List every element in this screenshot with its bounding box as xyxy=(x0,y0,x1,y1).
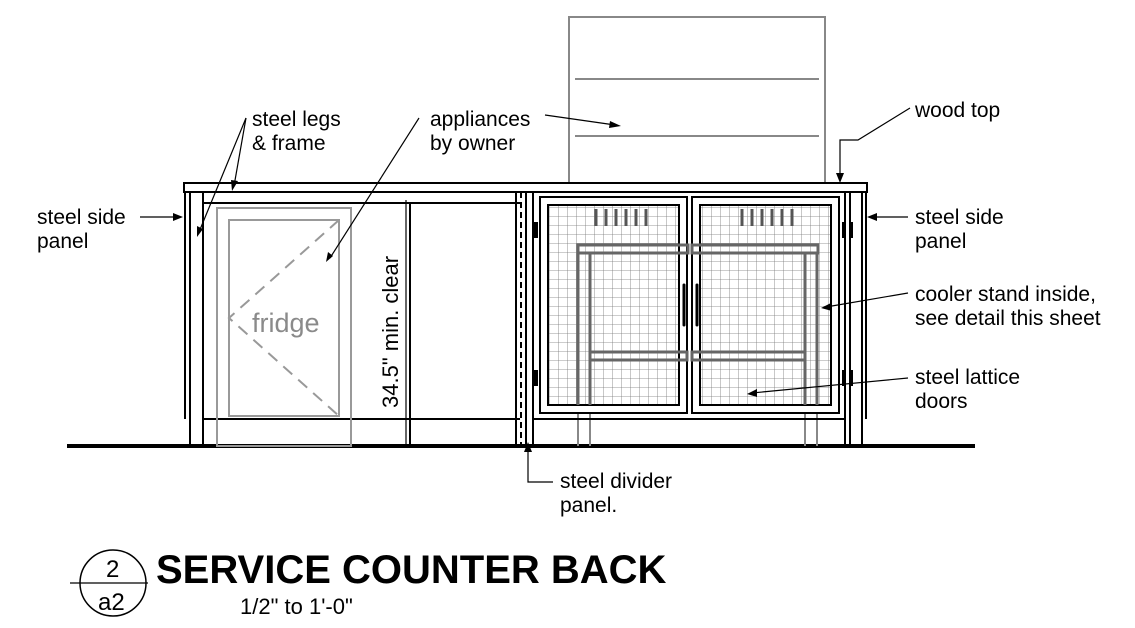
drawing-title: SERVICE COUNTER BACK xyxy=(156,548,667,592)
label-appliances-line1: appliances xyxy=(430,108,530,131)
fridge-label: fridge xyxy=(252,308,320,338)
clearance-dimension xyxy=(400,200,412,447)
label-lattice-line2: doors xyxy=(915,390,968,413)
label-cooler-line1: cooler stand inside, xyxy=(915,283,1096,306)
label-steel-legs-line2: & frame xyxy=(252,132,326,155)
clearance-label: 34.5" min. clear xyxy=(378,256,403,408)
label-appliances-line2: by owner xyxy=(430,132,515,155)
label-wood-top: wood top xyxy=(914,99,1000,122)
leader-lines xyxy=(140,107,911,483)
label-cooler-line2: see detail this sheet xyxy=(915,307,1101,330)
cooler-stand-legs xyxy=(577,410,818,446)
door-handles xyxy=(682,283,699,327)
fridge-opening xyxy=(203,202,520,446)
label-lattice-line1: steel lattice xyxy=(915,366,1020,389)
label-divider-line2: panel. xyxy=(560,494,617,517)
lattice-door-left xyxy=(539,196,690,414)
label-steel-legs-line1: steel legs xyxy=(252,108,341,131)
wood-top xyxy=(183,182,868,193)
label-steel-side-right-line1: steel side xyxy=(915,206,1004,229)
sheet-number: a2 xyxy=(98,589,125,616)
label-steel-side-left-line2: panel xyxy=(37,230,88,253)
drawing-scale: 1/2" to 1'-0" xyxy=(240,594,353,619)
label-steel-side-right-line2: panel xyxy=(915,230,966,253)
label-divider-line1: steel divider xyxy=(560,470,672,493)
fridge xyxy=(216,207,352,447)
appliances-box xyxy=(568,16,826,184)
detail-number: 2 xyxy=(106,556,119,583)
lattice-door-right xyxy=(690,196,840,414)
steel-divider-panel xyxy=(515,192,527,446)
leader-arrowheads xyxy=(173,121,877,452)
detail-tag xyxy=(70,549,148,617)
door-hinges xyxy=(534,222,853,386)
label-steel-side-left-line1: steel side xyxy=(37,206,126,229)
left-steel-side-panel xyxy=(184,192,204,446)
